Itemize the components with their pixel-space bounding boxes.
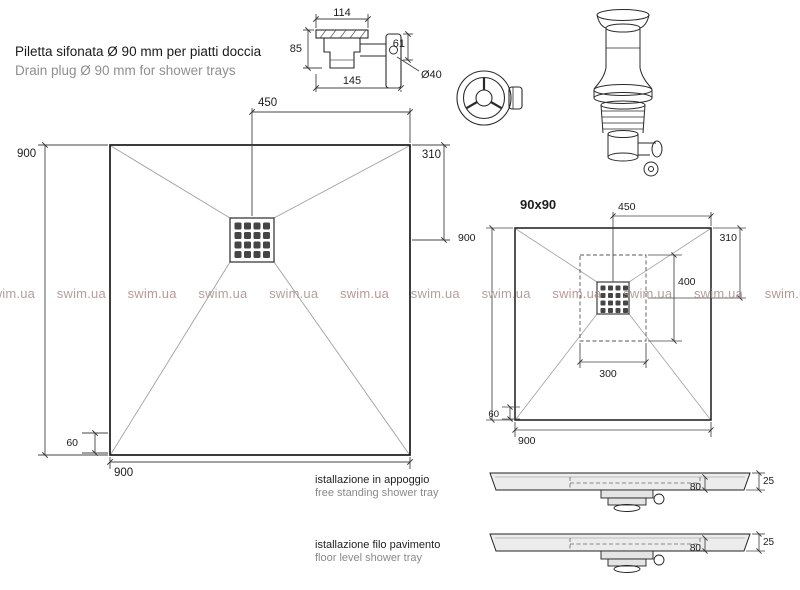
drain-top-view [456,70,523,126]
small-tray-fold-lines [515,228,711,420]
drain-body [323,38,361,69]
main-dim-900-left-label: 900 [17,148,36,160]
section1-dim-80-label: 80 [690,482,702,493]
watermark: swim.ua [764,286,800,301]
watermark-row: swim.ua swim.ua swim.ua swim.ua swim.ua … [0,286,800,301]
title-english: Drain plug Ø 90 mm for shower trays [15,63,236,78]
section2-dim-25-label: 25 [763,537,775,548]
floor-level-label-it: istallazione filo pavimento [315,539,441,551]
free-standing-label-it: istallazione in appoggio [315,474,430,486]
tray-profile [489,533,751,552]
dim-114-label: 114 [333,7,351,19]
section2-dim-80-label: 80 [690,543,702,554]
watermark: swim.ua [410,286,460,301]
page-title: Piletta sifonata Ø 90 mm per piatti docc… [15,42,261,80]
dim-145-label: 145 [343,75,361,87]
small-dim-450-label: 450 [618,201,636,213]
drain-side-dimensions [303,14,420,92]
small-dim-900-left-label: 900 [458,232,476,244]
watermark: swim.ua [481,286,531,301]
watermark: swim.ua [127,286,177,301]
main-dim-450-label: 450 [258,97,277,109]
drain-under-tray [600,550,665,573]
main-dim-900-bottom-label: 900 [114,467,133,479]
section2-dimensions [702,531,765,554]
drain-under-tray [600,489,665,512]
small-dim-900-bottom-label: 900 [518,435,536,447]
drain-flange [315,29,369,39]
title-italian: Piletta sifonata Ø 90 mm per piatti docc… [15,44,262,59]
size-label: 90x90 [520,197,556,212]
section1-dim-25-label: 25 [763,476,775,487]
tray-profile [489,472,751,491]
watermark: swim.ua [623,286,673,301]
main-drain-grate-dots [234,222,270,258]
recess-dashed-lines [569,538,701,551]
main-tray-drawing: 450 900 310 60 900 [17,97,450,479]
small-tray-dimensions [486,212,746,437]
watermark: swim.ua [269,286,319,301]
dim-d40-label: Ø40 [421,69,442,81]
small-dim-400-label: 400 [678,276,696,288]
main-dim-310-label: 310 [422,149,441,161]
watermark: swim.ua [693,286,744,301]
main-tray-dimensions [38,108,450,469]
flange-hatch [319,29,367,39]
watermark: swim.ua [552,286,602,301]
drain-side-view [315,29,402,89]
recess-dashed-lines [569,477,701,490]
free-standing-label: istallazione in appoggio free standing s… [315,474,439,500]
free-standing-label-en: free standing shower tray [315,487,439,499]
main-tray-outline [109,144,411,456]
main-tray-fold-lines [110,145,410,455]
dim-61-label: 61 [393,38,405,50]
dim-85-label: 85 [290,43,302,55]
small-tray-drawing: 90x90 [458,197,746,447]
floor-level-label-en: floor level shower tray [315,552,422,564]
watermark: swim.ua [0,286,36,301]
small-dim-300-label: 300 [599,368,617,380]
main-dim-60-label: 60 [66,437,78,449]
section1-dimensions [702,470,765,493]
drain-3d-view [593,9,663,177]
floor-level-label: istallazione filo pavimento floor level … [315,539,440,565]
watermark: swim.ua [198,286,248,301]
outlet-hole [389,45,398,55]
small-drain-grate-dots [600,285,628,313]
small-dim-60-label: 60 [488,409,499,420]
small-dim-310-label: 310 [719,232,737,244]
section-floor-level: 25 80 [489,531,775,573]
watermark: swim.ua [339,286,390,301]
watermark: swim.ua [56,286,106,301]
section-free-standing: 25 80 [489,470,775,512]
